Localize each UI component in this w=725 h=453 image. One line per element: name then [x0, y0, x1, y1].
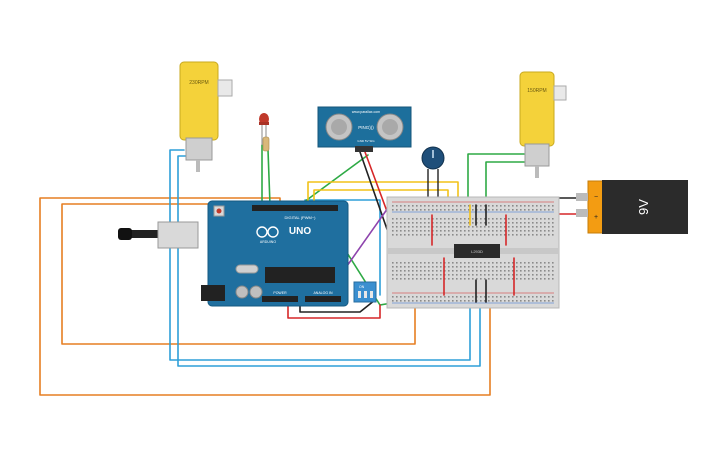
wire-green-led-b — [267, 149, 271, 206]
atmega-chip — [265, 267, 335, 283]
sensor-brand: www.parallax.com — [352, 110, 380, 114]
motor-right-body — [519, 71, 555, 147]
breadboard-jumpers — [431, 204, 515, 303]
battery-cap — [587, 180, 605, 234]
motor-right-axle-hub — [553, 85, 567, 101]
arduino-model: UNO — [289, 226, 311, 237]
battery-minus: − — [594, 194, 598, 201]
motor-left-cap — [185, 137, 213, 161]
motor-right-cap — [524, 143, 550, 167]
power-header — [262, 296, 298, 302]
battery-body — [602, 180, 688, 234]
arduino-uno: DIGITAL (PWM~) UNO ARDUINO POWER ANALOG … — [118, 200, 349, 307]
arduino-header-analog: ANALOG IN — [313, 291, 333, 295]
power-jack — [201, 285, 225, 301]
dip-switch-label: ON — [359, 285, 365, 289]
motor-left-axle-hub — [217, 79, 233, 97]
capacitor-a — [235, 285, 249, 299]
motor-right-label: 150RPM — [527, 88, 546, 94]
arduino-header-digital: DIGITAL (PWM~) — [285, 215, 317, 220]
capacitor-b — [249, 285, 263, 299]
potentiometer — [421, 146, 445, 200]
led — [259, 113, 270, 152]
arduino-logo — [256, 226, 279, 238]
usb-cable — [126, 230, 158, 238]
motor-left-body — [179, 61, 219, 141]
motor-right-shaft — [535, 166, 539, 178]
driver-ic — [454, 244, 500, 258]
crystal — [235, 264, 259, 274]
sensor-pins — [355, 146, 373, 152]
ultrasonic-sensor: www.parallax.com PING))) GND 5V SIG — [317, 106, 412, 152]
wire-orange-outer — [39, 197, 491, 396]
arduino-header-power: POWER — [273, 291, 287, 295]
motor-left-shaft — [196, 160, 200, 172]
sensor-tag: GND 5V SIG — [357, 139, 375, 143]
wire-red-lower — [287, 299, 381, 319]
arduino-brand: ARDUINO — [260, 240, 276, 244]
sensor-title: PING))) — [358, 125, 374, 130]
motor-right: 150RPM — [519, 71, 567, 178]
usb-plug-cable-end — [118, 228, 132, 240]
battery-label: 9V — [636, 199, 651, 215]
wire-green-motor-right-b — [485, 161, 525, 213]
wire-green-motor-right-a — [467, 153, 525, 213]
dip-switch: ON — [353, 281, 377, 303]
battery-9v: − + 9V — [576, 180, 688, 234]
wire-blue-motor-left-b — [177, 155, 481, 367]
battery-plus: + — [594, 214, 598, 221]
driver-ic-label: L293D — [471, 249, 483, 254]
resistor — [262, 136, 270, 152]
wire-green-sensor — [299, 154, 369, 206]
motor-left: 230RPM — [179, 61, 233, 172]
breadboard: L293D — [386, 196, 560, 309]
motor-left-label: 230RPM — [189, 80, 208, 86]
analog-header — [305, 296, 341, 302]
usb-connector — [157, 221, 199, 249]
breadboard-holes — [392, 205, 554, 302]
wire-blue-motor-left-a — [169, 149, 471, 361]
digital-header — [252, 205, 338, 211]
